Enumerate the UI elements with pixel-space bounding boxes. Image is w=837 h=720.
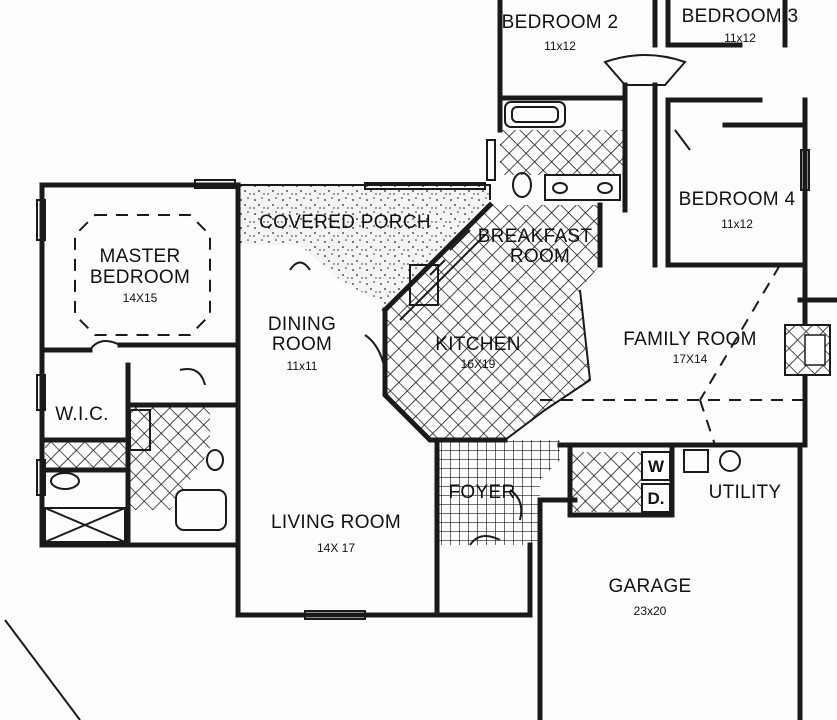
kitchen-label: KITCHEN: [435, 334, 521, 355]
garage-label: GARAGE: [608, 576, 691, 597]
family-size: 17X14: [673, 352, 708, 366]
bedroom4-label: BEDROOM 4: [679, 189, 796, 210]
kitchen-size: 16X19: [461, 357, 496, 371]
washer-label: W: [648, 457, 665, 476]
porch-label: COVERED PORCH: [259, 212, 431, 233]
sketch-line: [4, 619, 81, 720]
wic-label: W.I.C.: [55, 404, 109, 425]
hall-chimney: [603, 54, 687, 86]
utility-floor: [572, 452, 642, 512]
garage-size: 23x20: [634, 604, 667, 618]
master-label-1: MASTER: [100, 246, 181, 267]
breakfast-label-2: ROOM: [510, 246, 570, 267]
fixtures: [44, 101, 741, 543]
master-label-2: BEDROOM: [90, 267, 190, 288]
utility-label: UTILITY: [709, 482, 782, 503]
covered-porch-area: [240, 185, 490, 305]
breakfast-label-1: BREAKFAST: [478, 226, 593, 247]
family-room-dashed: [540, 264, 805, 446]
foyer-floor: [437, 440, 560, 545]
dryer-label: D.: [648, 489, 665, 508]
kitchen-floor: [385, 205, 600, 440]
bedroom4-size: 11x12: [721, 217, 753, 231]
living-size: 14X 17: [317, 541, 355, 555]
master-size: 14X15: [123, 291, 158, 305]
bedroom2-label: BEDROOM 2: [502, 12, 619, 33]
porch-edge: [238, 184, 491, 200]
kitchen-walls: [381, 201, 603, 443]
foyer-label: FOYER: [449, 482, 516, 503]
dining-label-2: ROOM: [272, 334, 332, 355]
hall-bath-floor: [500, 130, 625, 175]
family-label: FAMILY ROOM: [623, 329, 757, 350]
fireplace: [784, 324, 831, 376]
dining-size: 11x11: [287, 359, 318, 373]
bedroom3-size: 11x12: [724, 31, 756, 45]
master-tray-ceiling: [74, 214, 211, 336]
living-label: LIVING ROOM: [271, 512, 401, 533]
dining-label-1: DINING: [268, 314, 336, 335]
bedroom2-size: 11x12: [544, 39, 576, 53]
bedroom3-label: BEDROOM 3: [682, 6, 799, 27]
doors: [89, 129, 691, 546]
windows: [36, 139, 810, 620]
exterior-walls: [39, 0, 837, 720]
